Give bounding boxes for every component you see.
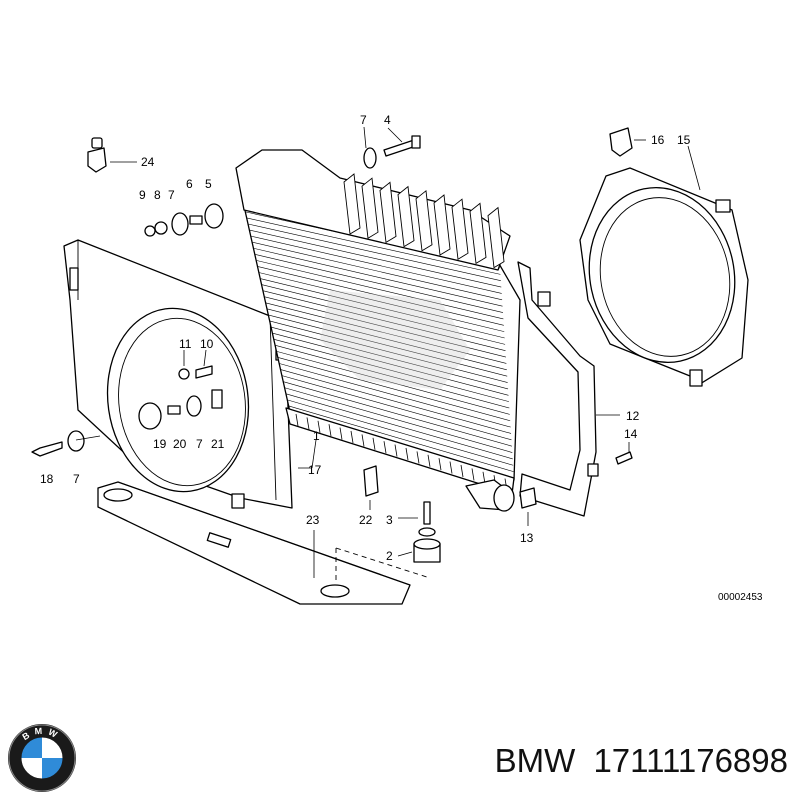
radiator-fin [260,278,505,339]
bottom-tank-rib [471,468,475,481]
tank-rib [397,185,415,248]
callout-7-top: 7 [360,113,367,127]
callout-19: 19 [153,437,167,451]
radiator-fin [264,296,507,358]
callout-labels: 24 9 8 7 6 5 7 4 16 15 11 10 19 20 7 21 … [40,113,763,603]
bottom-tank-rib [383,441,387,454]
callout-6: 6 [186,177,193,191]
support-bracket-23 [97,481,431,605]
callout-7-upper-left: 7 [168,188,175,202]
radiator-fin [253,248,503,307]
radiator-fin [248,223,501,282]
callout-18: 18 [40,472,54,486]
brand-name: BMW [494,742,576,779]
tank-rib [361,177,379,239]
radiator-fin [277,357,511,422]
bottom-tank-rib [394,444,398,457]
bottom-tank-rib [427,454,431,467]
callout-11: 11 [179,337,192,351]
radiator-fin [268,314,508,377]
drawing-code: 00002453 [718,592,763,603]
bottom-tank-rib [306,417,310,430]
fan-shroud-17 [63,239,293,509]
bottom-tank-rib [339,427,343,440]
callout-7-inner: 7 [196,437,203,451]
radiator-fin [263,290,506,352]
tank-rib [379,181,397,244]
radiator-fin [288,405,514,472]
small-parts [31,127,633,563]
tank-rib [415,189,433,252]
part-number: 17111176898 [593,742,788,779]
radiator-fin [265,302,507,364]
radiator-fin [247,217,501,275]
callout-2: 2 [386,549,393,563]
bottom-tank-rib [405,447,409,461]
callout-13: 13 [520,531,534,545]
radiator-fin [259,272,505,332]
tank-rib [451,198,469,260]
bottom-tank-rib [295,413,299,427]
bottom-tank-rib [416,451,420,464]
bottom-tank-rib [460,464,464,478]
callout-22: 22 [359,513,373,527]
radiator-fin [275,345,510,409]
callout-1: 1 [313,429,320,443]
radiator-fin [261,284,506,345]
callout-15: 15 [677,133,691,147]
radiator-fin [273,338,509,402]
tank-rib [343,173,361,235]
radiator-fin [284,387,513,453]
bottom-tank-rib [350,430,354,444]
radiator-fin [280,369,512,434]
bottom-tank-rib [317,420,321,433]
callout-14: 14 [624,427,638,441]
callout-20: 20 [173,437,187,451]
bottom-tank-rib [372,437,376,450]
callout-12: 12 [626,409,640,423]
callout-17: 17 [308,463,322,477]
bottom-tank-rib [361,434,365,447]
callout-16: 16 [651,133,665,147]
radiator-fin [257,266,504,326]
callout-5: 5 [205,177,212,191]
radiator-fin [281,375,512,441]
fan-ring-15 [579,167,749,387]
radiator-1 [235,149,521,512]
radiator-fin [271,326,509,390]
radiator-fin [283,381,512,447]
tank-rib [433,194,451,256]
radiator-fin [269,320,508,383]
callout-10: 10 [200,337,214,351]
callout-9: 9 [139,188,146,202]
radiator-fin [255,254,504,313]
callout-8: 8 [154,188,161,202]
radiator-bracket-12 [517,261,599,517]
bottom-tank-rib [449,461,453,474]
radiator-fin [251,235,502,294]
bottom-tank-rib [438,458,442,471]
radiator-fin [276,351,510,415]
leader-lines [75,126,701,578]
callout-3: 3 [386,513,393,527]
radiator-fin [252,242,503,301]
radiator-fin [249,229,502,288]
callout-24: 24 [141,155,155,169]
radiator-fin [285,393,513,460]
callout-21: 21 [211,437,225,451]
callout-23: 23 [306,513,320,527]
callout-7-lower-left: 7 [73,472,80,486]
callout-4: 4 [384,113,391,127]
radiator-fin [272,332,509,396]
tank-rib [487,206,505,269]
radiator-fin [279,363,511,428]
brand-part-number: BMW 17111176898 [495,742,788,780]
bottom-tank-rib [328,424,332,437]
radiator-fin [256,260,504,320]
bmw-logo: BMW [8,724,76,792]
radiator-fin [287,399,514,466]
radiator-fin [267,308,507,371]
tank-rib [469,202,487,265]
